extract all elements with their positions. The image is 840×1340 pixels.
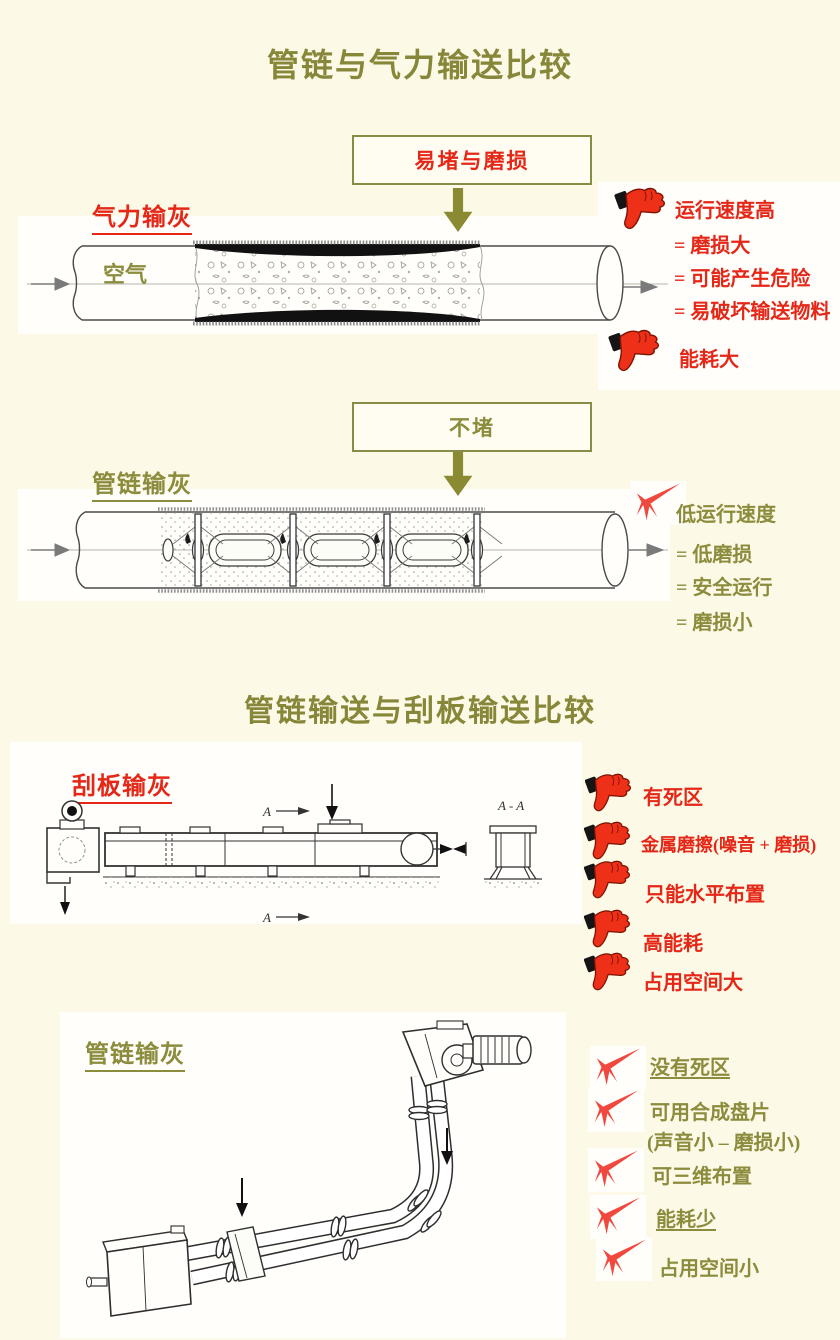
pipe-chain-conveyor-3d-drawing: [86, 1020, 532, 1317]
check-icon: [630, 481, 686, 525]
con-text: 金属磨擦(噪音 + 磨损): [641, 835, 817, 855]
label-chain-pipe-ash-2: 管链输灰: [85, 1034, 185, 1072]
label-chain-pipe-ash: 管链输灰: [92, 464, 192, 502]
callout-no-blockage: 不堵: [352, 402, 592, 452]
section-view-label: A - A: [497, 798, 524, 813]
scraper-conveyor-drawing: A A: [46, 784, 542, 925]
thumbs-down-icon: [584, 859, 634, 901]
flow-arrow-icon: [31, 543, 665, 557]
pneumatic-pipe-drawing: [27, 240, 668, 326]
pro-text: 低运行速度: [676, 504, 776, 526]
thumbs-down-icon: [614, 186, 670, 232]
pro-text: = 磨损小: [676, 612, 753, 634]
pro-text: = 低磨损: [676, 544, 753, 566]
thumbs-down-icon: [584, 951, 634, 993]
con-text: 只能水平布置: [645, 884, 765, 906]
pro-text: 没有死区: [650, 1057, 730, 1079]
con-text: = 易破坏输送物料: [674, 301, 831, 323]
pro-text: = 安全运行: [676, 577, 773, 599]
arrow-down-icon: [442, 452, 474, 496]
thumbs-down-icon: [585, 772, 635, 814]
check-icon: [588, 1148, 644, 1192]
con-text: 运行速度高: [675, 200, 775, 222]
con-text: = 磨损大: [674, 235, 751, 257]
callout-blockage-wear: 易堵与磨损: [352, 135, 592, 185]
pro-text: 能耗少: [656, 1209, 716, 1231]
air-label: 空气: [103, 262, 148, 287]
cut-label-bottom: A: [262, 910, 271, 925]
pro-text: (声音小 – 磨损小): [647, 1132, 801, 1154]
thumbs-down-icon: [584, 908, 634, 950]
arrow-down-icon: [442, 188, 474, 232]
label-scraper-ash: 刮板输灰: [72, 766, 172, 804]
check-icon: [590, 1195, 646, 1239]
flow-arrow-icon: [31, 277, 659, 294]
pro-text: 可三维布置: [652, 1166, 752, 1188]
con-text: 占用空间大: [643, 972, 743, 994]
thumbs-down-icon: [608, 328, 664, 374]
chain-pipe-drawing: [27, 507, 668, 593]
check-icon: [590, 1046, 646, 1090]
con-text: 高能耗: [643, 933, 703, 955]
check-icon: [588, 1088, 644, 1132]
page-title: 管链与气力输送比较: [266, 47, 573, 83]
label-pneumatic-ash: 气力输灰: [92, 197, 192, 235]
con-text: = 可能产生危险: [674, 268, 811, 290]
section-title: 管链输送与刮板输送比较: [244, 695, 596, 728]
con-text: 有死区: [643, 787, 703, 809]
pro-text: 占用空间小: [659, 1258, 759, 1280]
cut-label-top: A: [262, 804, 271, 819]
thumbs-down-icon: [584, 820, 634, 862]
check-icon: [596, 1237, 652, 1281]
pro-text: 可用合成盘片: [650, 1102, 770, 1124]
con-text: 能耗大: [679, 349, 739, 371]
